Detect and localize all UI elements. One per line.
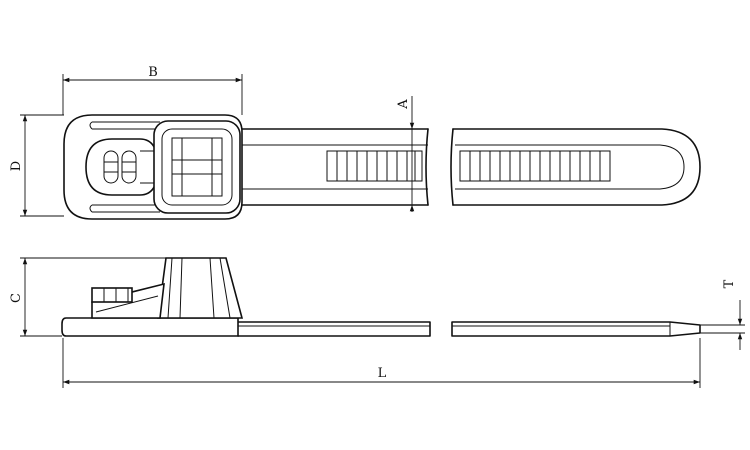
top-view: [63, 114, 701, 220]
side-strap-left: [237, 321, 431, 337]
side-base-plate: [61, 317, 239, 337]
strap-left-segment: [237, 128, 429, 206]
dimension-label-c: C: [9, 293, 24, 303]
strap-right-segment: [450, 128, 701, 206]
dimension-lines: [20, 74, 745, 388]
side-view: [61, 257, 701, 337]
dimension-label-d: D: [9, 161, 24, 171]
dimension-label-l: L: [378, 366, 387, 381]
serrations-right: [459, 150, 611, 182]
dimension-label-a: A: [396, 99, 411, 110]
square-lock-head: [153, 120, 241, 214]
side-head-tower: [157, 257, 244, 319]
serrations-left: [326, 150, 423, 182]
side-strap-right: [451, 321, 701, 337]
dimension-label-t: T: [722, 279, 737, 288]
dimension-label-b: B: [148, 65, 158, 80]
